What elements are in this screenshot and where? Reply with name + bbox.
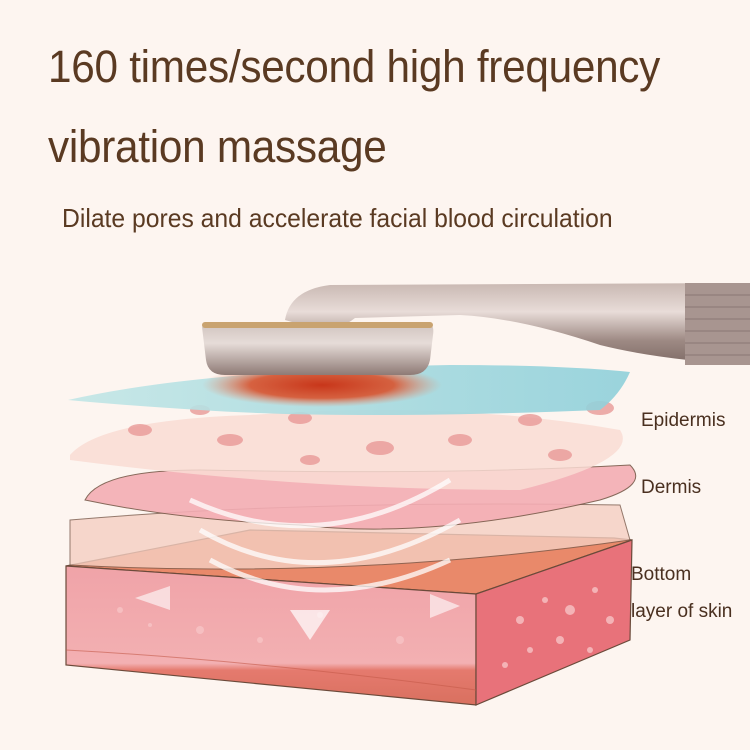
label-dermis: Dermis [641,477,702,498]
subtitle: Dilate pores and accelerate facial blood… [62,203,613,233]
headline-line-2: vibration massage [48,121,387,172]
label-bottom-line-1: Bottom [631,564,692,585]
headline-line-1: 160 times/second high frequency [48,41,661,92]
massager-device [202,283,750,375]
label-bottom-line-2: layer of skin [631,601,733,622]
epidermis-layer [70,410,623,490]
label-epidermis: Epidermis [641,410,726,431]
vibration-waves [188,477,462,593]
